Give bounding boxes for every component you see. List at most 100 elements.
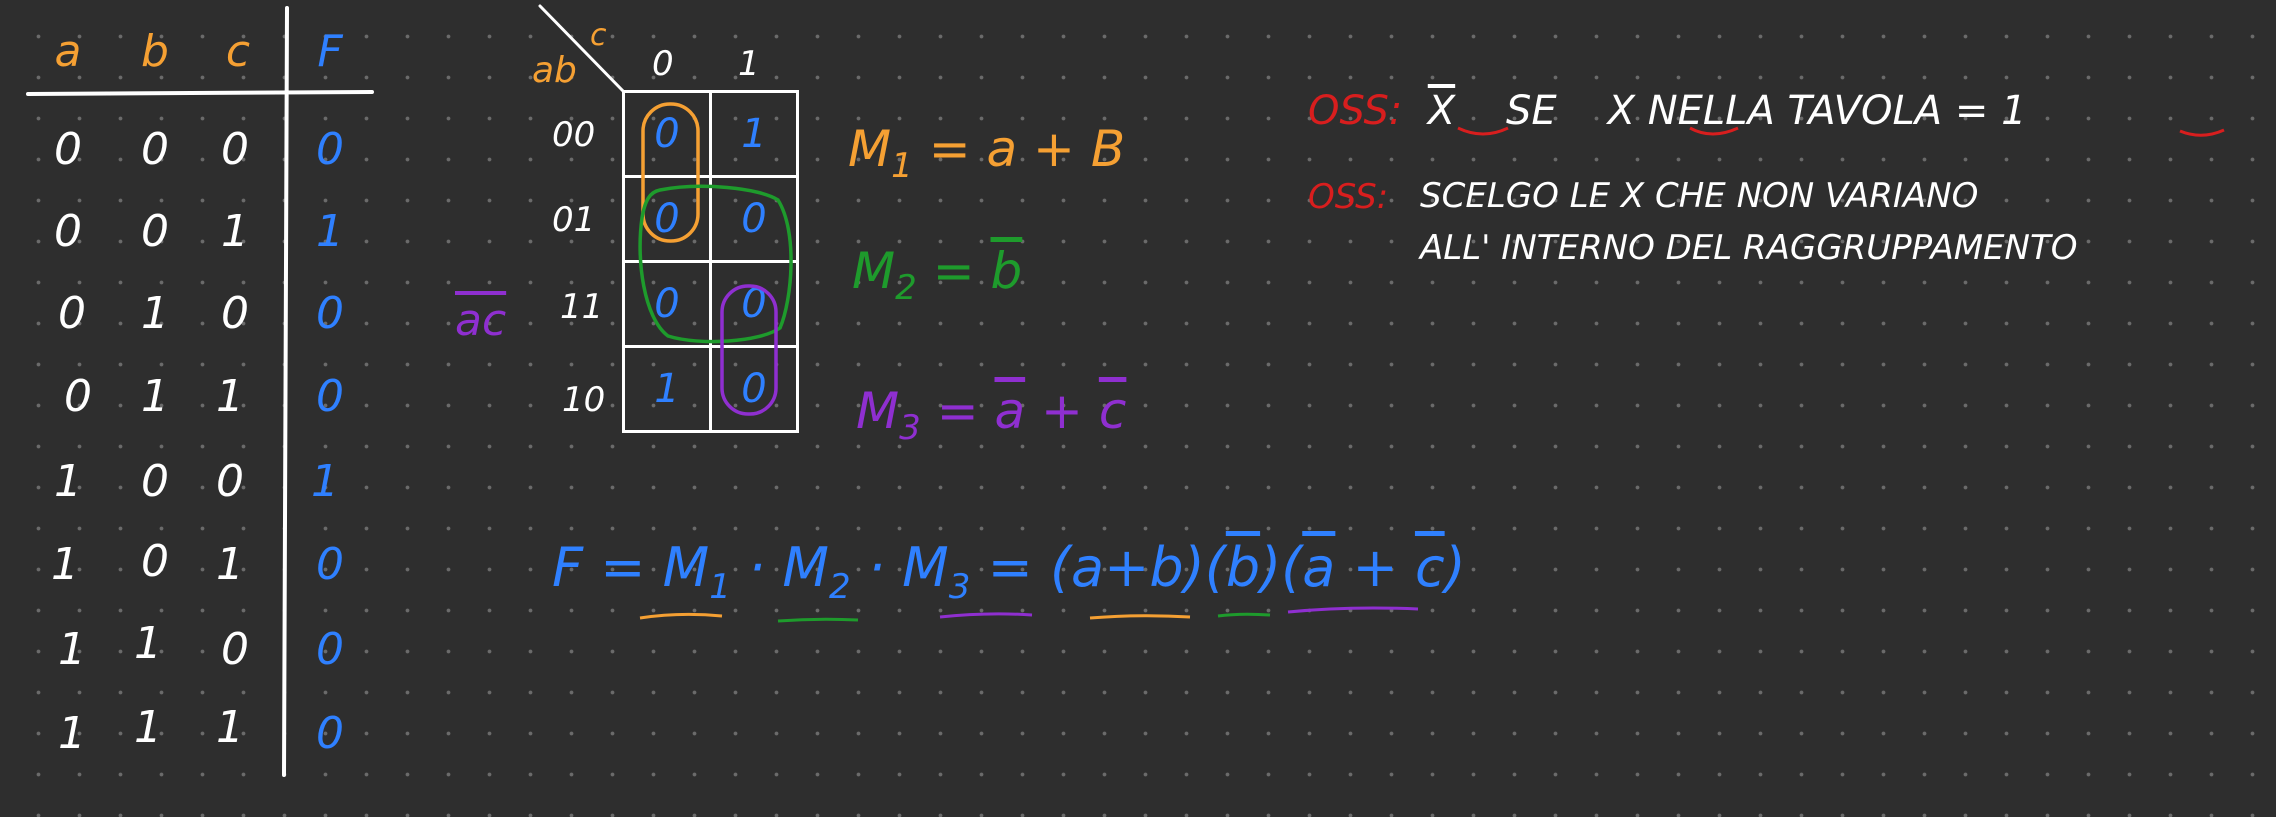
- formula-f3-c: c: [1414, 536, 1445, 599]
- underline-x2: [1689, 126, 1739, 136]
- kmap-row-label: 01: [552, 200, 596, 240]
- formula-m1-sub: 1: [709, 566, 731, 607]
- kmap-col-label: 1: [738, 44, 760, 84]
- cell-f: 0: [316, 371, 344, 422]
- formula-dot: ·: [748, 536, 766, 599]
- kmap-row-var: ab: [532, 50, 577, 91]
- formula-f1: (a+b): [1049, 536, 1205, 599]
- m2-eq: =: [932, 242, 975, 300]
- cell-c: 0: [216, 456, 244, 507]
- formula-f2: b: [1225, 536, 1261, 599]
- cell-b: 1: [141, 288, 169, 339]
- underline-one: [2179, 128, 2225, 137]
- formula-m3-sub: 3: [948, 566, 971, 607]
- maxterm-m1: M1 = a + B: [848, 120, 1125, 186]
- group-purple: [720, 284, 778, 416]
- formula-m1: M: [662, 536, 710, 599]
- cell-f: 1: [311, 456, 339, 507]
- oss1-one: 1: [2001, 88, 2027, 134]
- cell-a: 0: [54, 124, 82, 175]
- underline-f2: [1217, 612, 1271, 618]
- formula-m3: M: [902, 536, 949, 599]
- m1-eq: =: [928, 120, 971, 178]
- cell-b: 0: [141, 206, 169, 257]
- oss1-se: SE: [1506, 88, 1557, 134]
- formula-eq: =: [600, 536, 646, 599]
- note-oss-2-label: OSS:: [1308, 177, 1389, 217]
- underline-f3: [1287, 606, 1419, 614]
- underline-m3: [939, 612, 1033, 619]
- cell-a: 1: [54, 456, 82, 507]
- cell-a: 0: [58, 288, 86, 339]
- kmap-cell: 1: [622, 345, 712, 433]
- cell-b: 1: [134, 618, 162, 669]
- m2-name: M: [852, 242, 896, 300]
- cell-c: 1: [216, 702, 244, 753]
- cell-a: 1: [51, 539, 79, 590]
- header-a: a: [54, 26, 82, 77]
- cell-f: 0: [316, 708, 344, 759]
- cell-f: 1: [316, 206, 344, 257]
- cell-f: 0: [316, 288, 344, 339]
- formula-f2-open: (: [1204, 536, 1226, 599]
- cell-a: 0: [64, 371, 92, 422]
- underline-f1: [1089, 614, 1191, 620]
- final-formula: F = M1 · M2 · M3 = (a+b)(b)(a + c): [552, 536, 1466, 607]
- kmap-diagonal: [538, 4, 626, 94]
- kmap-grid: 0 1 0 0 0 0 1 0: [622, 90, 799, 433]
- kmap-col-label: 0: [652, 44, 674, 84]
- cell-a: 1: [58, 624, 86, 675]
- table-separator-line: [282, 6, 289, 777]
- formula-f3-close: ): [1444, 536, 1466, 599]
- cell-c: 1: [216, 371, 244, 422]
- maxterm-m3: M3 = a + c: [856, 382, 1126, 448]
- cell-b: 1: [134, 702, 162, 753]
- cell-b: 1: [141, 371, 169, 422]
- cell-f: 0: [316, 624, 344, 675]
- header-c: c: [225, 26, 251, 77]
- cell-c: 0: [221, 288, 249, 339]
- m3-name: M: [856, 382, 900, 440]
- m1-name: M: [848, 120, 892, 178]
- note-oss-2-line1: SCELGO LE X CHE NON VARIANO: [1420, 176, 1979, 216]
- cell-c: 1: [221, 206, 249, 257]
- formula-dot: ·: [867, 536, 885, 599]
- m1-expr: a + B: [986, 120, 1126, 178]
- cell-c: 1: [216, 539, 244, 590]
- note-oss-2-line2: ALL' INTERNO DEL RAGGRUPPAMENTO: [1420, 228, 2078, 268]
- cell-f: 0: [316, 124, 344, 175]
- m3-expr-a: a: [994, 382, 1026, 440]
- cell-c: 0: [221, 124, 249, 175]
- formula-lhs: F: [552, 536, 584, 599]
- table-header-line: [26, 90, 374, 96]
- cell-c: 0: [221, 624, 249, 675]
- m3-eq: =: [936, 382, 979, 440]
- m1-sub: 1: [891, 146, 913, 186]
- kmap-col-var: c: [590, 18, 607, 53]
- kmap-row-label: 00: [552, 115, 596, 155]
- maxterm-m2: M2 = b: [852, 242, 1022, 308]
- cell-f: 0: [316, 539, 344, 590]
- kmap-cell: 0: [709, 345, 799, 433]
- m2-expr: b: [990, 242, 1023, 300]
- formula-m2-sub: 2: [829, 566, 851, 607]
- kmap-side-label: ac: [455, 295, 507, 346]
- oss1-rest: NELLA TAVOLA =: [1647, 88, 1989, 134]
- group-orange: [641, 102, 700, 243]
- underline-m2: [777, 617, 859, 623]
- group-green: [638, 184, 793, 344]
- oss1-x2: X: [1607, 88, 1635, 134]
- underline-x1: [1457, 126, 1509, 136]
- formula-f2-close: ): [1260, 536, 1282, 599]
- formula-f3-open: (: [1281, 536, 1303, 599]
- kmap-cell: 0: [709, 175, 799, 263]
- m3-sub: 3: [899, 408, 921, 448]
- kmap-cell: 0: [622, 260, 712, 348]
- cell-b: 0: [141, 124, 169, 175]
- formula-m2: M: [782, 536, 829, 599]
- formula-f3-plus: +: [1352, 536, 1398, 599]
- formula-eq2: =: [987, 536, 1033, 599]
- oss1-label: OSS:: [1308, 88, 1403, 134]
- kmap-row-label: 10: [562, 380, 606, 420]
